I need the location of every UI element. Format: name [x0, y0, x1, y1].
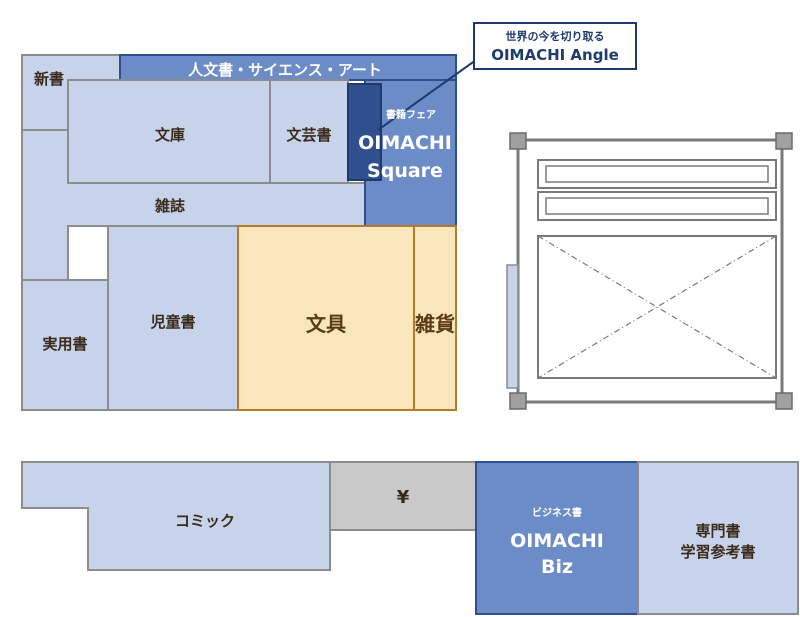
- label-senmon-line2: 学習参考書: [680, 543, 756, 561]
- section-jitsuyo[interactable]: [21, 279, 109, 411]
- callout-angle[interactable]: 世界の今を切り取る OIMACHI Angle: [473, 22, 637, 70]
- label-square-title2: Square: [367, 160, 443, 182]
- label-square-title1: OIMACHI: [358, 132, 452, 154]
- side-panel: [506, 264, 519, 389]
- elevator-icon: [537, 235, 777, 379]
- label-bungei: 文芸書: [286, 126, 332, 144]
- callout-pointer: [377, 59, 477, 131]
- label-shinsho: 新書: [33, 70, 64, 88]
- label-zakka: 雑貨: [415, 312, 455, 336]
- label-jitsuyo: 実用書: [42, 335, 88, 353]
- label-jinbun: 人文書・サイエンス・アート: [188, 61, 382, 79]
- label-jido: 児童書: [150, 313, 196, 331]
- label-zasshi: 雑誌: [154, 197, 185, 215]
- label-senmon-line1: 専門書: [695, 522, 741, 540]
- label-bunko: 文庫: [154, 126, 185, 144]
- label-register: ¥: [396, 487, 410, 508]
- label-biz-sub: ビジネス書: [532, 508, 582, 519]
- section-bungu[interactable]: [237, 225, 415, 411]
- label-comic: コミック: [174, 512, 235, 530]
- section-bungei[interactable]: [269, 79, 349, 184]
- section-senmon[interactable]: [637, 461, 799, 615]
- label-senmon: 専門書 学習参考書: [640, 520, 796, 562]
- callout-subtitle: 世界の今を切り取る: [505, 30, 605, 43]
- label-biz-title1: OIMACHI: [510, 530, 604, 552]
- label-square-sub: 書籍フェア: [386, 110, 436, 121]
- section-jido[interactable]: [107, 225, 239, 411]
- label-bungu: 文具: [306, 312, 346, 336]
- label-biz-title2: Biz: [540, 556, 574, 578]
- callout-title: OIMACHI Angle: [491, 46, 619, 64]
- section-angle[interactable]: [347, 83, 382, 181]
- section-biz[interactable]: [475, 461, 639, 615]
- section-register[interactable]: [329, 461, 477, 531]
- section-zakka[interactable]: [413, 225, 457, 411]
